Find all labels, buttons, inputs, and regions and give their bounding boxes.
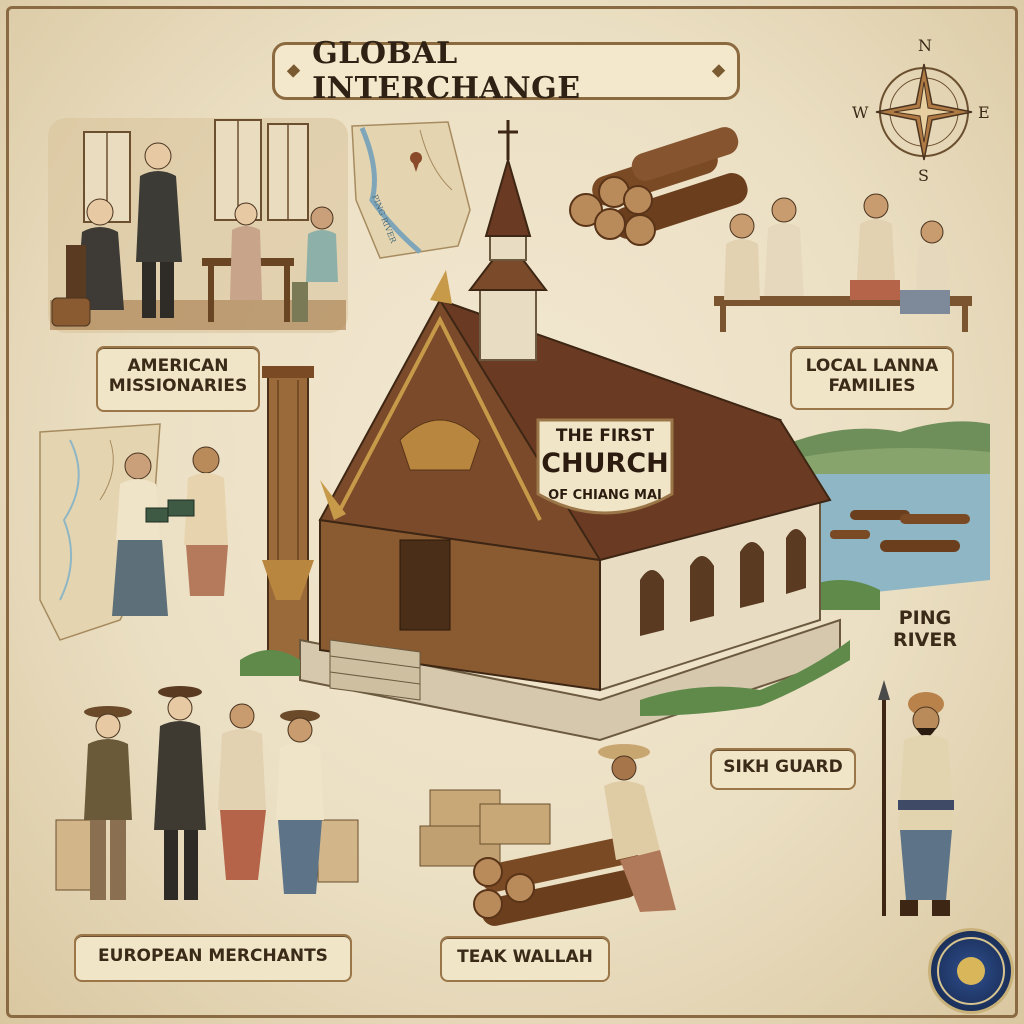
missionary-couple-scene [112,446,228,616]
label-sikh-guard: SIKH GUARD [710,748,856,790]
logo-emblem-icon [957,957,985,985]
sikh-guard-scene [878,680,954,916]
label-european-merchants: EUROPEAN MERCHANTS [74,934,352,982]
label-line: AMERICAN [127,356,229,376]
church-sign-line1: THE FIRST [555,426,655,446]
diamond-ornament-icon [286,64,301,78]
missionaries-scene [48,118,348,333]
carved-pillar [262,366,314,673]
compass-west-label: W [852,103,869,122]
lanna-families-scene [714,193,972,332]
label-local-lanna-families: LOCAL LANNA FAMILIES [790,346,954,410]
logo-ring [937,937,1005,1005]
merchants-scene [55,686,359,900]
teak-logs-top [569,127,748,246]
compass-north-label: N [918,36,932,55]
compass-east-label: E [978,103,990,122]
title-banner: GLOBAL INTERCHANGE [272,36,740,106]
chiang-mai-map: PING RIVER [351,121,471,259]
church-sign-line3: OF CHIANG MAI [548,488,662,503]
label-line: LOCAL LANNA [805,356,939,376]
label-line: MISSIONARIES [108,376,248,397]
teak-wallah-scene [419,744,676,926]
label-ping-river: PING RIVER [870,607,980,652]
page-title: GLOBAL INTERCHANGE [312,36,581,106]
compass-south-label: S [918,166,929,185]
label-line: FAMILIES [828,376,916,397]
label-line: RIVER [892,628,957,651]
label-american-missionaries: AMERICAN MISSIONARIES [96,346,260,412]
ping-river-scene [772,421,990,610]
heritasian-logo [928,928,1014,1014]
diamond-ornament-icon [711,64,726,78]
compass-rose-icon [875,63,973,161]
shield-icon [536,418,674,515]
church-sign: THE FIRST CHURCH OF CHIANG MAI [532,408,678,528]
label-teak-wallah: TEAK WALLAH [440,936,610,982]
label-line: PING [898,607,952,629]
church-sign-line2: CHURCH [541,448,669,479]
